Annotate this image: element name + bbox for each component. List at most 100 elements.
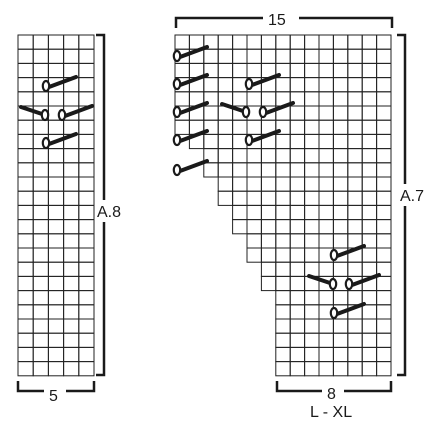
grid-cell: [78, 176, 95, 192]
grid-cell: [32, 261, 49, 277]
grid-cell: [17, 219, 34, 235]
grid-cell: [289, 176, 306, 192]
grid-cell: [260, 48, 277, 64]
grid-cell: [246, 62, 262, 79]
grid-cell: [347, 105, 363, 121]
grid-cell: [47, 233, 65, 249]
grid-cell: [63, 304, 80, 320]
grid-cell: [47, 119, 65, 135]
grid-cell: [47, 261, 65, 277]
grid-cell: [275, 48, 291, 64]
grid-cell: [232, 148, 248, 164]
grid-cell: [376, 119, 392, 135]
grid-cell: [289, 62, 306, 79]
yarn-over-stroke-icon: [178, 129, 209, 143]
grid-cell: [217, 77, 234, 93]
grid-cell: [289, 162, 306, 178]
grid-cell: [17, 361, 34, 377]
grid-cell: [78, 290, 95, 306]
grid-cell: [289, 105, 306, 121]
grid-cell: [174, 91, 190, 107]
grid-cell: [63, 176, 80, 192]
grid-cell: [246, 119, 262, 135]
grid-cell: [304, 105, 320, 121]
grid-cell: [332, 105, 349, 121]
grid-cell: [304, 176, 320, 192]
grid-cell: [32, 190, 49, 206]
grid-cell: [78, 91, 95, 107]
grid-cell: [376, 176, 392, 192]
grid-cell: [63, 318, 80, 334]
grid-cell: [304, 332, 320, 348]
grid-cell: [63, 361, 80, 377]
grid-cell: [318, 332, 334, 348]
grid-cell: [376, 148, 392, 164]
grid-cell: [275, 275, 291, 292]
grid-cell: [376, 133, 392, 150]
grid-cell: [361, 62, 378, 79]
grid-cell: [318, 219, 334, 235]
grid-cell: [63, 204, 80, 221]
grid-cell: [361, 190, 378, 206]
grid-cell: [289, 219, 306, 235]
grid-cell: [318, 162, 334, 178]
grid-cell: [332, 176, 349, 192]
grid-cell: [47, 176, 65, 192]
grid-cell: [376, 105, 392, 121]
grid-cell: [376, 190, 392, 206]
grid-cell: [275, 34, 291, 50]
grid-cell: [217, 190, 234, 206]
grid-cell: [304, 233, 320, 249]
chart-a7-grid: [174, 34, 392, 377]
grid-cell: [232, 219, 248, 235]
grid-cell: [318, 119, 334, 135]
grid-cell: [47, 346, 65, 363]
increase-loop-icon: [172, 133, 182, 147]
grid-cell: [318, 62, 334, 79]
grid-cell: [289, 48, 306, 64]
grid-cell: [304, 318, 320, 334]
grid-cell: [217, 133, 234, 150]
grid-cell: [32, 233, 49, 249]
grid-cell: [47, 290, 65, 306]
grid-cell: [289, 290, 306, 306]
grid-cell: [361, 133, 378, 150]
increase-loop-icon: [172, 105, 182, 119]
grid-cell: [32, 332, 49, 348]
grid-cell: [17, 162, 34, 178]
grid-cell: [63, 346, 80, 363]
grid-cell: [332, 361, 349, 377]
grid-cell: [376, 290, 392, 306]
grid-cell: [17, 48, 34, 64]
increase-loop-icon: [172, 77, 182, 91]
grid-cell: [32, 91, 49, 107]
yarn-over-stroke-icon: [178, 73, 209, 87]
grid-cell: [17, 133, 34, 150]
grid-cell: [260, 148, 277, 164]
yarn-over-stroke-icon: [220, 102, 245, 113]
grid-cell: [275, 361, 291, 377]
grid-cell: [47, 62, 65, 79]
grid-cell: [347, 318, 363, 334]
grid-cell: [232, 176, 248, 192]
grid-cell: [304, 62, 320, 79]
grid-cell: [318, 105, 334, 121]
grid-cell: [17, 332, 34, 348]
grid-cell: [289, 261, 306, 277]
grid-cell: [78, 332, 95, 348]
grid-cell: [260, 162, 277, 178]
grid-cell: [78, 48, 95, 64]
grid-cell: [174, 62, 190, 79]
grid-cell: [332, 91, 349, 107]
grid-cell: [376, 204, 392, 221]
chart-a7-top-width-label: 15: [268, 12, 286, 29]
grid-cell: [260, 204, 277, 221]
grid-cell: [347, 48, 363, 64]
grid-cell: [246, 204, 262, 221]
grid-cell: [63, 219, 80, 235]
grid-cell: [347, 190, 363, 206]
grid-cell: [260, 261, 277, 277]
grid-cell: [260, 34, 277, 50]
grid-cell: [304, 346, 320, 363]
